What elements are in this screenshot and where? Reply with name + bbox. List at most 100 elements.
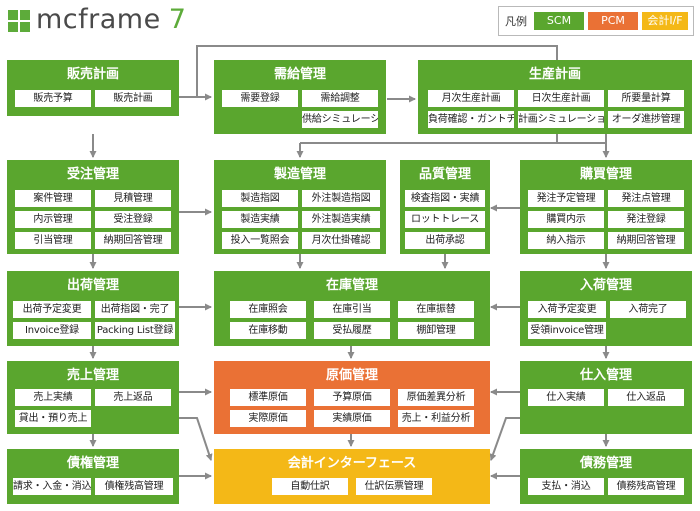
item-inspection[interactable]: 検査指図・実績 (405, 190, 485, 207)
item-outsourced-result[interactable]: 外注製造実績 (302, 211, 380, 228)
module-title: 需給管理 (273, 67, 326, 82)
module-title: 購買管理 (579, 167, 632, 182)
item-receiving-complete[interactable]: 入荷完了 (610, 301, 686, 318)
module-title: 債務管理 (579, 456, 632, 471)
item-delivery-instruction[interactable]: 納入指示 (528, 232, 604, 249)
item-plan-simulation[interactable]: 計画シミュレーション (518, 111, 604, 128)
item-supply-demand-adjustment[interactable]: 需給調整 (302, 90, 378, 107)
item-sales-budget[interactable]: 販売予算 (15, 90, 91, 107)
module-quality[interactable]: 品質管理 検査指図・実績 ロットトレース 出荷承認 (400, 160, 490, 254)
item-payables-balance[interactable]: 債務残高管理 (608, 478, 684, 495)
item-monthly-wip[interactable]: 月次仕掛確認 (302, 232, 380, 249)
item-sales-return[interactable]: 売上返品 (95, 389, 171, 406)
module-cost-management[interactable]: 原価管理 標準原価 予算原価 原価差異分析 実際原価 実績原価 売上・利益分析 (214, 361, 490, 434)
item-purchase-forecast[interactable]: 購買内示 (528, 211, 604, 228)
module-title: 原価管理 (325, 368, 378, 383)
legend-title: 凡例 (505, 15, 527, 28)
item-order-progress[interactable]: オーダ進捗管理 (608, 111, 684, 128)
item-payment-clearing[interactable]: 支払・消込 (528, 478, 604, 495)
item-inventory-inquiry[interactable]: 在庫照会 (230, 301, 306, 318)
item-cost-variance[interactable]: 原価差異分析 (398, 389, 474, 406)
item-invoice-registration[interactable]: Invoice登録 (13, 322, 91, 339)
item-load-gantt[interactable]: 負荷確認・ガントチャート (428, 111, 514, 128)
item-project-management[interactable]: 案件管理 (15, 190, 91, 207)
item-monthly-production-plan[interactable]: 月次生産計画 (428, 90, 514, 107)
logo-version: 7 (168, 4, 187, 35)
module-title: 品質管理 (418, 167, 471, 182)
item-actual-cost[interactable]: 実際原価 (230, 410, 306, 427)
module-sales-plan[interactable]: 販売計画 販売予算 販売計画 (7, 60, 179, 116)
module-order-management[interactable]: 受注管理 案件管理 見積管理 内示管理 受注登録 引当管理 納期回答管理 (7, 160, 179, 254)
item-lending-sales[interactable]: 貸出・預り売上 (15, 410, 91, 427)
item-delivery-reply[interactable]: 納期回答管理 (95, 232, 171, 249)
item-lot-trace[interactable]: ロットトレース (405, 211, 485, 228)
item-stocktaking[interactable]: 棚卸管理 (398, 322, 474, 339)
module-title: 入荷管理 (579, 278, 632, 293)
item-reorder-point[interactable]: 発注点管理 (608, 190, 684, 207)
arrow-sales-accounting (179, 417, 213, 461)
item-demand-registration[interactable]: 需要登録 (222, 90, 298, 107)
item-received-invoice[interactable]: 受領invoice管理 (528, 322, 606, 339)
module-purchasing[interactable]: 購買管理 発注予定管理 発注点管理 購買内示 発注登録 納入指示 納期回答管理 (520, 160, 692, 254)
item-delivery-reply[interactable]: 納期回答管理 (608, 232, 684, 249)
item-inventory-move[interactable]: 在庫移動 (230, 322, 306, 339)
item-daily-production-plan[interactable]: 日次生産計画 (518, 90, 604, 107)
item-packing-list[interactable]: Packing List登録 (95, 322, 175, 339)
module-sales-management[interactable]: 売上管理 売上実績 売上返品 貸出・預り売上 (7, 361, 179, 434)
item-inventory-transfer[interactable]: 在庫振替 (398, 301, 474, 318)
item-shipping-plan-change[interactable]: 出荷予定変更 (13, 301, 91, 318)
item-forecast-management[interactable]: 内示管理 (15, 211, 91, 228)
item-journal-voucher[interactable]: 仕訳伝票管理 (356, 478, 432, 495)
module-procurement-receipt[interactable]: 仕入管理 仕入実績 仕入返品 (520, 361, 692, 434)
item-receivables-balance[interactable]: 債権残高管理 (95, 478, 173, 495)
module-supply-demand[interactable]: 需給管理 需要登録 需給調整 供給シミュレーション (214, 60, 386, 134)
module-receiving[interactable]: 入荷管理 入荷予定変更 入荷完了 受領invoice管理 (520, 271, 692, 346)
item-shipping-approval[interactable]: 出荷承認 (405, 232, 485, 249)
item-purchase-order[interactable]: 発注登録 (608, 211, 684, 228)
arrow-loop-top (196, 45, 558, 97)
legend: 凡例 SCM PCM 会計I/F (498, 6, 694, 36)
legend-pcm: PCM (588, 12, 638, 30)
module-inventory[interactable]: 在庫管理 在庫照会 在庫引当 在庫振替 在庫移動 受払履歴 棚卸管理 (214, 271, 490, 346)
item-receipt-issue-history[interactable]: 受払履歴 (314, 322, 390, 339)
item-quote-management[interactable]: 見積管理 (95, 190, 171, 207)
item-order-plan[interactable]: 発注予定管理 (528, 190, 604, 207)
item-inventory-allocation[interactable]: 在庫引当 (314, 301, 390, 318)
item-budget-cost[interactable]: 予算原価 (314, 389, 390, 406)
item-sales-plan[interactable]: 販売計画 (95, 90, 171, 107)
module-accounting-interface[interactable]: 会計インターフェース 自動仕訳 仕訳伝票管理 (214, 449, 490, 504)
module-receivables[interactable]: 債権管理 請求・入金・消込 債権残高管理 (7, 449, 179, 504)
item-sales-result[interactable]: 売上実績 (15, 389, 91, 406)
item-procurement-return[interactable]: 仕入返品 (608, 389, 684, 406)
item-receiving-plan-change[interactable]: 入荷予定変更 (528, 301, 606, 318)
item-result-cost[interactable]: 実績原価 (314, 410, 390, 427)
module-payables[interactable]: 債務管理 支払・消込 債務残高管理 (520, 449, 692, 504)
module-title: 会計インターフェース (287, 456, 417, 471)
module-title: 出荷管理 (66, 278, 119, 293)
item-standard-cost[interactable]: 標準原価 (230, 389, 306, 406)
logo-squares-icon (8, 10, 30, 32)
item-manufacturing-result[interactable]: 製造実績 (222, 211, 298, 228)
module-production-plan[interactable]: 生産計画 月次生産計画 日次生産計画 所要量計算 負荷確認・ガントチャート 計画… (418, 60, 692, 134)
legend-scm: SCM (534, 12, 584, 30)
item-supply-simulation[interactable]: 供給シミュレーション (302, 111, 378, 128)
item-manufacturing-order[interactable]: 製造指図 (222, 190, 298, 207)
module-title: 受注管理 (66, 167, 119, 182)
item-allocation-management[interactable]: 引当管理 (15, 232, 91, 249)
item-sales-profit-analysis[interactable]: 売上・利益分析 (398, 410, 474, 427)
module-manufacturing[interactable]: 製造管理 製造指図 外注製造指図 製造実績 外注製造実績 投入一覧照会 月次仕掛… (214, 160, 386, 254)
module-shipping[interactable]: 出荷管理 出荷予定変更 出荷指図・完了 Invoice登録 Packing Li… (7, 271, 179, 346)
item-auto-journal[interactable]: 自動仕訳 (272, 478, 348, 495)
item-billing-payment[interactable]: 請求・入金・消込 (13, 478, 91, 495)
item-input-list[interactable]: 投入一覧照会 (222, 232, 298, 249)
item-order-registration[interactable]: 受注登録 (95, 211, 171, 228)
item-mrp[interactable]: 所要量計算 (608, 90, 684, 107)
item-outsourced-order[interactable]: 外注製造指図 (302, 190, 380, 207)
arrow-procurement-accounting (489, 417, 520, 461)
item-shipping-order-complete[interactable]: 出荷指図・完了 (95, 301, 175, 318)
item-procurement-result[interactable]: 仕入実績 (528, 389, 604, 406)
module-title: 製造管理 (273, 167, 326, 182)
